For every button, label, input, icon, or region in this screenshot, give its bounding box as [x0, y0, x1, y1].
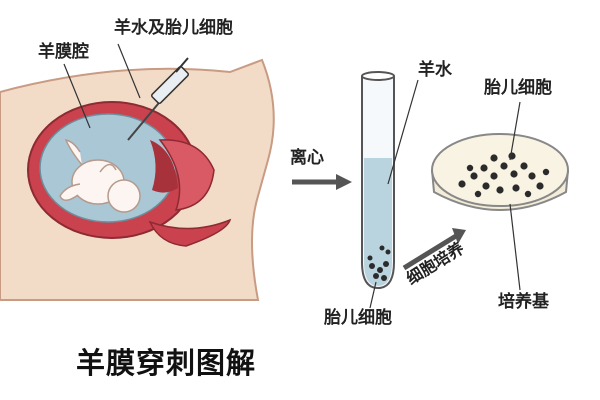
abdomen-cross-section [0, 43, 275, 301]
tube-fluid [364, 158, 392, 286]
label-fluid-and-cells: 羊水及胎儿细胞 [114, 18, 233, 38]
dish-rim [431, 133, 569, 207]
syringe [127, 57, 190, 141]
placenta [150, 140, 178, 193]
fetus-leg [59, 183, 81, 201]
leader-culture-medium [509, 203, 521, 291]
label-amniotic-cavity: 羊膜腔 [38, 42, 89, 62]
petri-dish [431, 101, 569, 291]
syringe-plunger [175, 57, 189, 73]
leader-amniotic-cavity [63, 63, 91, 129]
label-fetal-cells-tube: 胎儿细胞 [324, 308, 392, 328]
leader-fetal-cells-dish [509, 101, 521, 161]
label-fetal-cells-dish: 胎儿细胞 [484, 78, 552, 98]
fetus-head [107, 179, 141, 213]
dish-cells [458, 152, 550, 198]
syringe-barrel [150, 65, 190, 105]
lower-fold [148, 218, 232, 247]
test-tube [361, 71, 419, 309]
pelvic-organ [158, 139, 215, 211]
leader-fluid-cells [117, 43, 141, 99]
diagram-title: 羊膜穿刺图解 [76, 346, 257, 380]
leader-amniotic-fluid [387, 79, 419, 185]
centrifuge-arrow [292, 174, 352, 190]
tube-cell-pellet [367, 245, 391, 281]
fetus-hand [99, 163, 117, 173]
cell-culture-arrow [402, 228, 466, 271]
label-amniotic-fluid: 羊水 [418, 60, 452, 80]
label-culture-medium: 培养基 [498, 292, 549, 312]
tube-rim [361, 71, 395, 81]
label-centrifuge: 离心 [290, 148, 324, 168]
fetus-arm [64, 138, 83, 166]
leader-fetal-cells-tube [369, 281, 377, 309]
fetus [59, 138, 141, 213]
